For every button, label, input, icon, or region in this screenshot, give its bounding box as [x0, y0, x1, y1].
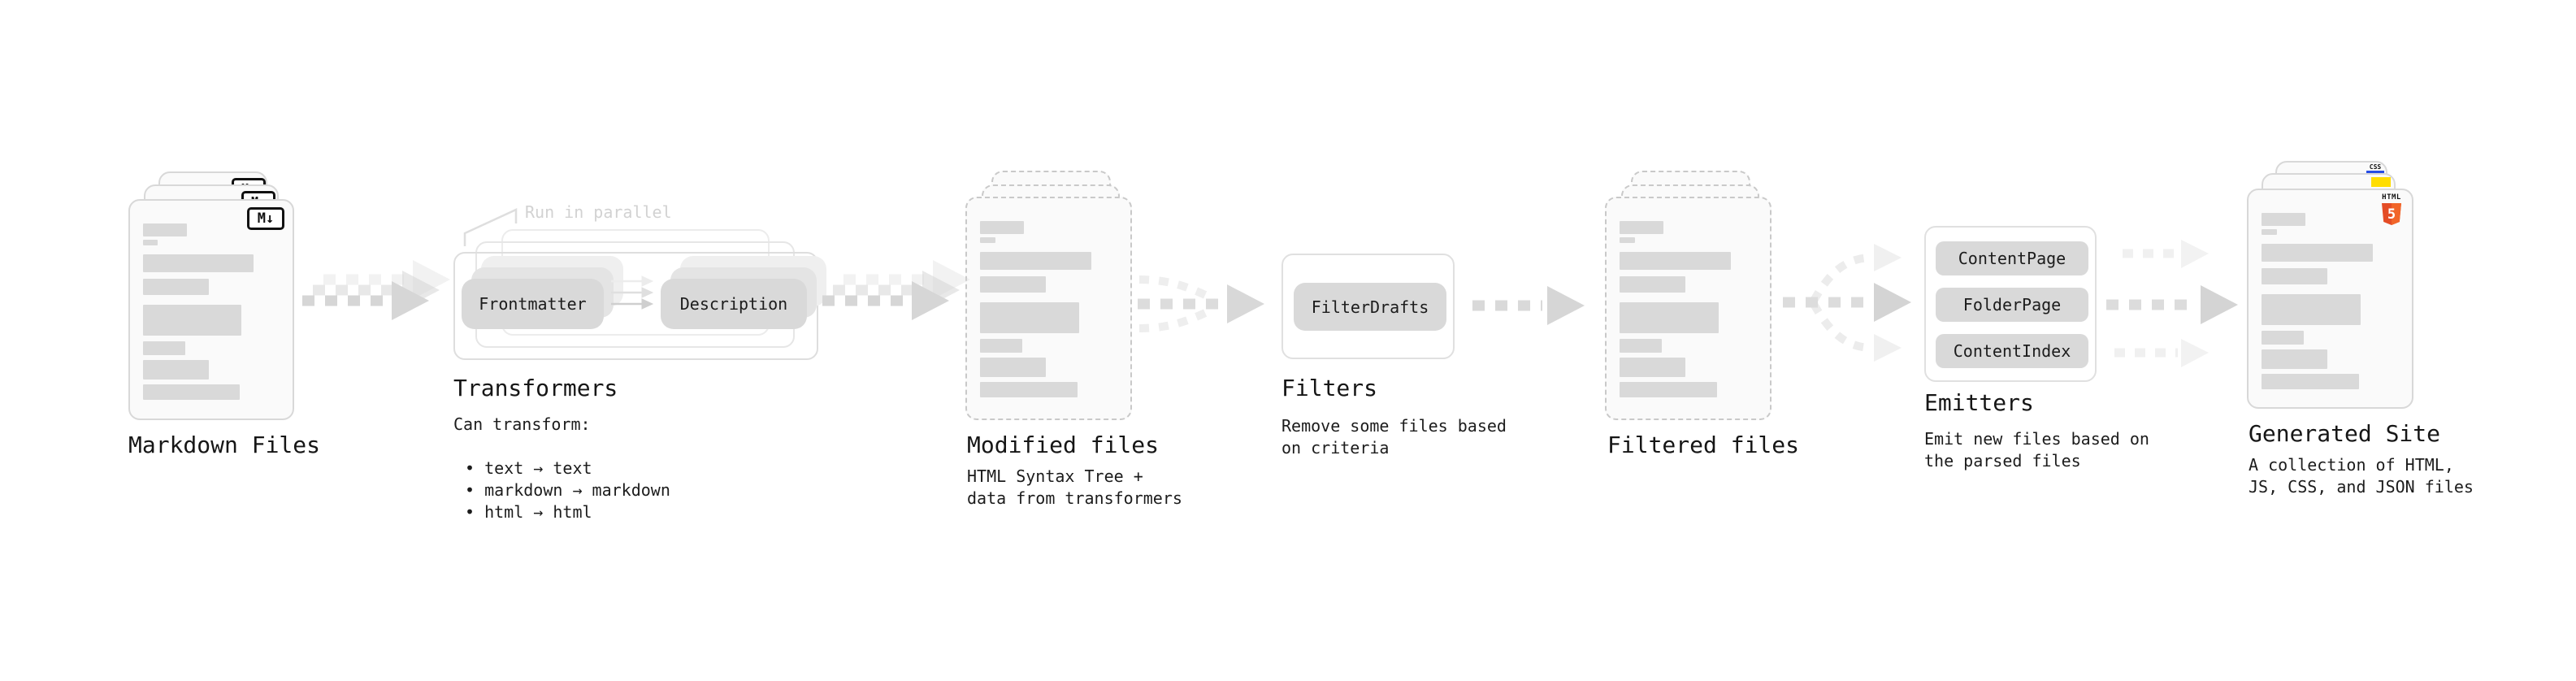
generated-site-sublabel: A collection of HTML, JS, CSS, and JSON … [2249, 455, 2474, 497]
bullet-dot: • [465, 502, 475, 522]
html5-shield-highlight [2392, 203, 2401, 225]
html5-digit: 5 [2387, 206, 2396, 223]
bullet-dot: • [465, 480, 475, 500]
modified-files-sublabel: HTML Syntax Tree + data from transformer… [967, 466, 1182, 508]
css-bar [2366, 171, 2384, 174]
arrow-transformers-to-modified [822, 260, 970, 320]
arrow-filtered-to-emitters [1783, 244, 1911, 362]
markdown-files-stack: M↓ M↓ M↓ [128, 161, 294, 421]
html5-shield: 5 [2382, 203, 2401, 225]
filters-box: FilterDrafts [1281, 254, 1455, 359]
stage-label-markdown-files: Markdown Files [128, 432, 321, 458]
stage-label-generated-site: Generated Site [2249, 420, 2441, 447]
emitters-box: ContentPage FolderPage ContentIndex [1924, 226, 2097, 382]
stage-label-filtered-files: Filtered files [1607, 432, 1800, 458]
transformer-box-front [453, 252, 818, 360]
file-card-front: M↓ [128, 199, 294, 420]
transformers-bullet: • html → html [465, 479, 592, 523]
html5-label: HTML [2382, 193, 2401, 202]
filtered-files-stack [1605, 171, 1772, 423]
modified-files-stack [965, 171, 1132, 423]
bullet-text: html → html [484, 502, 592, 522]
bullet-text: text → text [484, 458, 592, 478]
filter-drafts-pill: FilterDrafts [1294, 283, 1446, 331]
file-card-front: HTML 5 [2247, 189, 2413, 409]
emitters-sublabel: Emit new files based on the parsed files [1924, 429, 2149, 471]
filters-sublabel: Remove some files based on criteria [1281, 416, 1507, 458]
css-label: CSS [2369, 163, 2382, 171]
css-icon: CSS [2366, 164, 2384, 174]
file-card-front [965, 197, 1132, 420]
arrow-emitters-to-generated [2106, 240, 2238, 367]
stage-label-emitters: Emitters [1924, 389, 2034, 416]
file-content-placeholder [2249, 190, 2412, 407]
generated-site-stack: CSS HTML 5 [2247, 161, 2413, 413]
arrow-modified-to-filters [1138, 275, 1264, 332]
file-content-placeholder [130, 201, 293, 419]
bullet-dot: • [465, 458, 475, 478]
transformers-intro: Can transform: [453, 414, 591, 434]
js-icon [2371, 177, 2391, 187]
arrow-filters-to-filtered [1472, 286, 1585, 325]
transformer-description-pill: Description [661, 279, 807, 329]
transformers-bullet: • markdown → markdown [465, 458, 670, 501]
file-content-placeholder [967, 198, 1130, 419]
markdown-icon: M↓ [247, 207, 284, 230]
stage-label-modified-files: Modified files [967, 432, 1160, 458]
emitter-contentindex-pill: ContentIndex [1936, 334, 2088, 368]
run-in-parallel-annotation: Run in parallel [525, 202, 672, 222]
transformer-frontmatter-pill: Frontmatter [462, 279, 604, 329]
emitter-contentpage-pill: ContentPage [1936, 241, 2088, 275]
stage-label-filters: Filters [1281, 375, 1378, 401]
bullet-text: markdown → markdown [484, 480, 670, 500]
emitter-folderpage-pill: FolderPage [1936, 288, 2088, 322]
file-content-placeholder [1607, 198, 1770, 419]
html5-icon: HTML 5 [2381, 194, 2402, 225]
transformers-bullet: • text → text [465, 436, 592, 479]
arrow-markdown-to-transformers [302, 260, 450, 320]
file-card-front [1605, 197, 1772, 420]
stage-label-transformers: Transformers [453, 375, 618, 401]
